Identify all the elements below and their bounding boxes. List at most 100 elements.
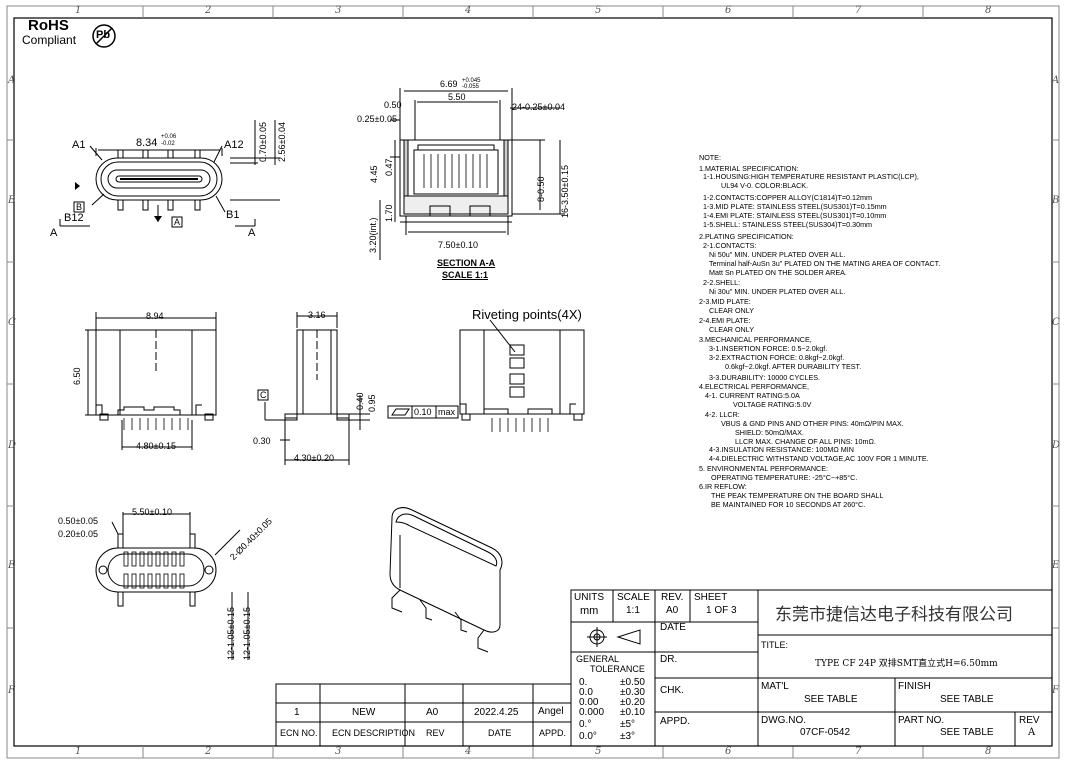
rev-label: REV. [661, 592, 684, 603]
dim-047: 0.47 [384, 158, 394, 176]
scale-value: 1:1 [626, 605, 640, 616]
dim-430: 4.30±0.20 [294, 453, 334, 463]
dim-030: 0.30 [253, 436, 271, 446]
note-line: BE MAINTAINED FOR 10 SECONDS AT 260°C. [711, 500, 866, 509]
grid-row-a: A [8, 75, 16, 86]
side-view-front [85, 312, 217, 450]
note-line: 4-4.DIELECTRIC WITHSTAND VOLTAGE,AC 100V… [709, 454, 929, 463]
dim-16-pins: 16-3.50±0.15 [560, 165, 570, 218]
grid-row-b-right: B [1052, 195, 1060, 206]
note-line: NOTE: [699, 153, 721, 162]
grid-col-4: 4 [465, 5, 472, 16]
dim-650: 6.50 [72, 367, 82, 385]
grid-col-8-bottom: 8 [985, 746, 992, 757]
dim-480: 4.80±0.15 [136, 441, 176, 451]
note-line: 2-2.SHELL: [703, 278, 741, 287]
note-line: 2.PLATING SPECIFICATION: [699, 232, 794, 241]
grid-row-e: E [8, 560, 16, 571]
dim-669-tol-up: +0.045 [462, 78, 481, 84]
front-view [59, 120, 280, 227]
note-line: Terminal half-AuSn 3u" PLATED ON THE MAT… [709, 259, 941, 268]
dim-section-025: 0.25±0.05 [357, 114, 397, 124]
note-line: 4-1. CURRENT RATING:5.0A [705, 391, 800, 400]
dim-pcb-020: 0.20±0.05 [58, 529, 98, 539]
tol-format: 0.00 [579, 697, 599, 708]
note-line: 1-1.HOUSING:HIGH TEMPERATURE RESISTANT P… [703, 172, 919, 181]
section-marker-right: A [248, 227, 256, 239]
tol-format: 0.0 [579, 687, 593, 698]
pin-b12-label: B12 [64, 212, 84, 224]
finish-label: FINISH [898, 681, 931, 692]
dim-256: 2.56±0.04 [277, 122, 287, 162]
part-value: SEE TABLE [940, 727, 994, 738]
note-line: 2-4.EMI PLATE: [699, 316, 751, 325]
grid-col-1: 1 [75, 5, 82, 16]
dim-section-550: 5.50 [448, 92, 466, 102]
units-value: mm [580, 605, 599, 617]
datum-b-label: B [76, 202, 83, 212]
grid-row-a-right: A [1052, 75, 1060, 86]
section-marker-left: A [50, 227, 58, 239]
tol-value: ±0.20 [620, 697, 645, 708]
projection-symbol [587, 627, 641, 647]
tol-format: 0.0° [579, 731, 597, 742]
dim-095: 0.95 [367, 394, 377, 412]
title-block-lines [275, 589, 1053, 747]
rev-row-ecn: 1 [294, 707, 300, 718]
note-line: Matt Sn PLATED ON THE SOLDER AREA. [709, 268, 847, 277]
mat-label: MAT'L [761, 681, 789, 692]
pin-b1-label: B1 [226, 209, 240, 221]
dim-width-tol-dn: -0.02 [161, 141, 175, 147]
date-label: DATE [660, 622, 686, 633]
side-view-side [264, 312, 370, 465]
rev-header-rev: REV [426, 728, 445, 738]
note-line: 1-3.MID PLATE: STAINLESS STEEL(SUS301)T=… [703, 202, 887, 211]
note-line: VBUS & GND PINS AND OTHER PINS: 40mΩ/PIN… [721, 419, 904, 428]
grid-row-f-right: F [1052, 685, 1059, 696]
dwg-value: 07CF-0542 [800, 727, 851, 738]
rev-row-desc: NEW [352, 707, 376, 718]
tol-format: 0. [579, 677, 588, 688]
company-name: 东莞市捷信达电子科技有限公司 [775, 605, 1013, 625]
dim-24-pins: 24-0.25±0.04 [512, 102, 565, 112]
rohs-text: RoHS [28, 17, 69, 34]
scale-label: SCALE [617, 592, 650, 603]
dim-669: 6.69 [440, 79, 458, 89]
flatness-max: max [438, 407, 456, 417]
rev-header-appd: APPD. [539, 728, 567, 738]
units-label: UNITS [574, 592, 604, 603]
datum-c-label: C [260, 390, 267, 400]
rev-row-date: 2022.4.25 [474, 707, 519, 718]
dim-894: 8.94 [146, 311, 164, 321]
note-line: 4.ELECTRICAL PERFORMANCE, [699, 382, 809, 391]
dr-label: DR. [660, 654, 678, 665]
dim-width-tol-up: +0.06 [161, 134, 177, 140]
pb-free-icon [92, 24, 116, 48]
tolerance-label: TOLERANCE [590, 664, 645, 674]
dim-pcb-12a: 12-1.05±0.15 [226, 607, 236, 660]
grid-row-e-right: E [1052, 560, 1060, 571]
dim-pcb-12b: 12-1.05±0.15 [242, 607, 252, 660]
grid-col-2: 2 [205, 5, 212, 16]
note-line: CLEAR ONLY [709, 306, 755, 315]
dim-8-pins: 8-0.50 [536, 176, 546, 202]
tol-value: ±0.30 [620, 687, 645, 698]
note-line: 0.6kgf~2.0kgf. AFTER DURABILITY TEST. [725, 362, 862, 371]
appd-label: APPD. [660, 716, 691, 727]
notes-block: NOTE: 1.MATERIAL SPECIFICATION: 1-1.HOUS… [699, 153, 1044, 513]
section-scale: SCALE 1:1 [442, 270, 489, 280]
note-line: 5. ENVIRONMENTAL PERFORMANCE: [699, 464, 828, 473]
rev2-label: REV [1019, 715, 1040, 726]
note-line: 1-5.SHELL: STAINLESS STEEL(SUS304)T=0.30… [703, 220, 873, 229]
pcb-layout [95, 512, 249, 660]
note-line: 1-4.EMI PLATE: STAINLESS STEEL(SUS301)T=… [703, 211, 887, 220]
note-line: Ni 30u" MIN. UNDER PLATED OVER ALL. [709, 287, 846, 296]
grid-col-2-bottom: 2 [205, 746, 212, 757]
grid-col-1-bottom: 1 [75, 746, 82, 757]
rev-header-desc: ECN DESCRIPTION [332, 728, 416, 738]
dim-pcb-550: 5.50±0.10 [132, 507, 172, 517]
note-line: LLCR MAX. CHANGE OF ALL PINS: 10mΩ. [735, 437, 876, 446]
tol-format: 0.° [579, 719, 592, 730]
note-line: VOLTAGE RATING:5.0V [733, 400, 812, 409]
